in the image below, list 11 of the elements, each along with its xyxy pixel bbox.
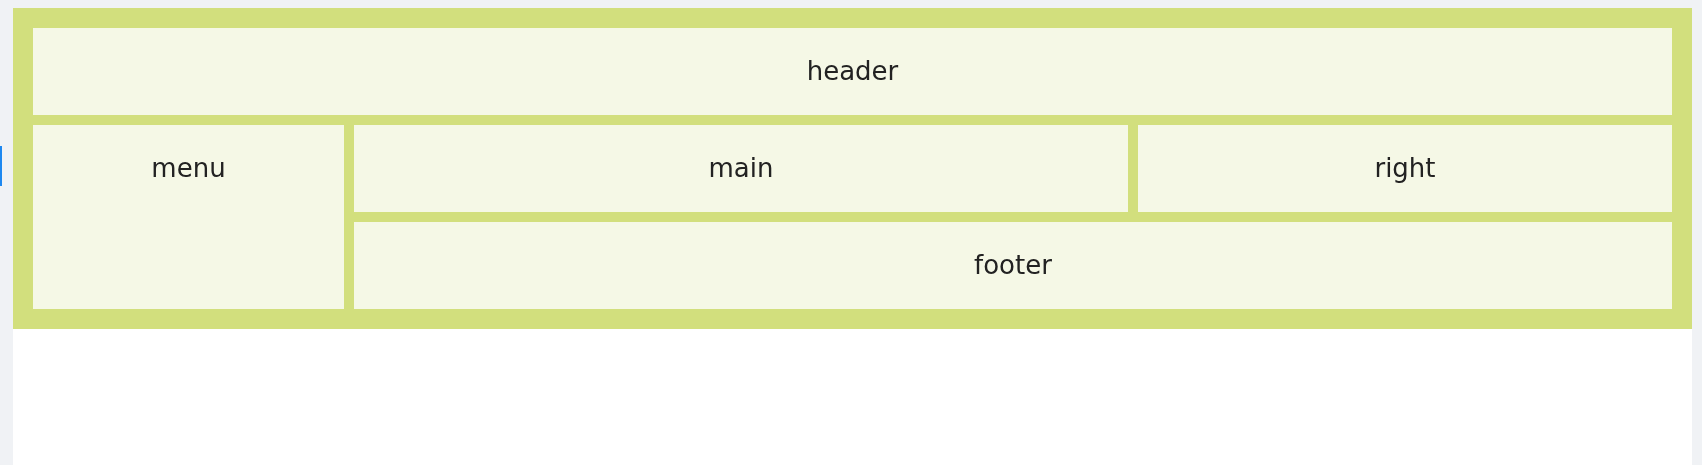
area-label: header — [806, 56, 899, 87]
area-label: main — [708, 153, 774, 184]
grid-area — [354, 125, 1128, 212]
area-label: menu — [151, 153, 226, 184]
grid-area — [354, 222, 1672, 309]
grid-container — [13, 8, 1692, 329]
grid-area — [33, 28, 1672, 115]
area-label: footer — [974, 250, 1052, 281]
area-label: right — [1374, 153, 1436, 184]
grid-area — [33, 125, 344, 309]
grid-area — [1138, 125, 1672, 212]
